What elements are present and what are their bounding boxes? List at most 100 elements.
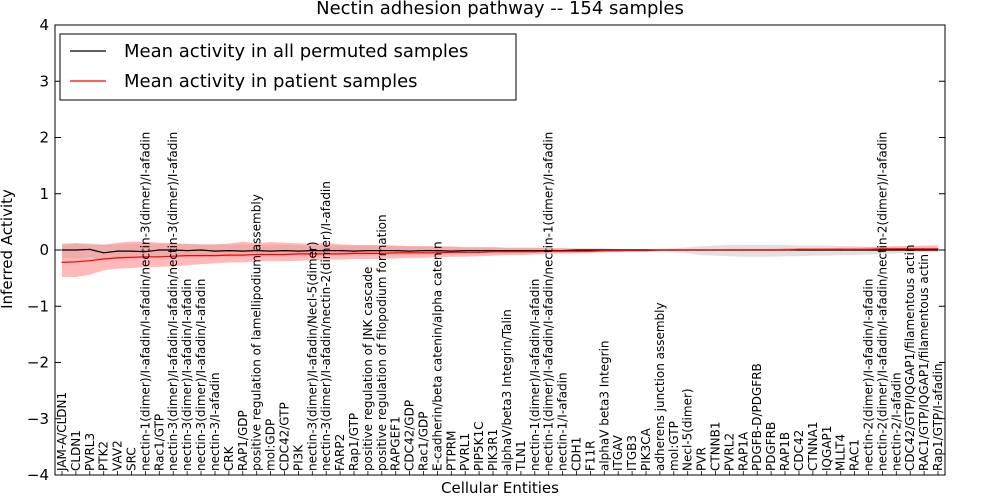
x-tick-label: CTNNB1: [709, 421, 723, 471]
point-series-1: [130, 256, 133, 258]
point-series-1: [450, 251, 452, 253]
point-series-0: [381, 250, 383, 252]
point-series-1: [311, 253, 313, 255]
point-series-1: [144, 256, 146, 258]
point-series-1: [770, 249, 772, 251]
point-series-1: [61, 261, 63, 263]
x-tick-label: RAP1/GDP: [236, 410, 250, 471]
point-series-1: [867, 248, 870, 250]
x-tick-label: PDGFB-D/PDGFRB: [750, 363, 764, 471]
point-series-1: [617, 250, 619, 252]
y-axis-label: Inferred Activity: [0, 189, 16, 309]
x-tick-label: E-cadherin/beta catenin/alpha catenin: [430, 241, 444, 471]
x-tick-label: CDC42/GDP: [403, 400, 417, 471]
x-tick-label: positive regulation of JNK cascade: [361, 267, 375, 471]
legend-box: [59, 33, 517, 101]
point-series-0: [256, 250, 258, 252]
point-series-1: [687, 249, 689, 251]
point-series-1: [214, 255, 216, 257]
point-series-0: [325, 250, 327, 252]
point-series-0: [200, 249, 202, 251]
x-tick-label: PVRL3: [83, 433, 97, 471]
x-tick-label: JAM-A/CLDN1: [55, 392, 69, 472]
point-series-0: [895, 249, 897, 251]
point-series-0: [117, 250, 119, 252]
x-tick-label: CTNNA1: [806, 421, 820, 471]
x-tick-label: IQGAP1: [820, 426, 834, 471]
x-tick-label: CDC42/GTP/IQGAP1/filamentous actin: [903, 245, 917, 471]
x-tick-label: ITGB3: [625, 435, 639, 471]
point-series-0: [339, 250, 341, 252]
point-series-1: [381, 252, 383, 254]
point-series-0: [450, 250, 452, 252]
point-series-1: [575, 250, 578, 252]
x-tick-label: positive regulation of filopodium format…: [375, 214, 389, 471]
point-series-0: [186, 250, 188, 252]
x-tick-label: VAV2: [111, 440, 125, 471]
point-series-1: [923, 248, 925, 250]
line-series-1: [61, 248, 938, 263]
point-series-1: [742, 249, 744, 251]
x-tick-label: F11R: [583, 440, 597, 471]
x-tick-label: nectin-3(dimer)/I-afadin/nectin-2(dimer)…: [319, 181, 333, 471]
point-series-1: [242, 254, 244, 256]
x-tick-label: nectin-1(dimer)/I-afadin/I-afadin: [528, 279, 542, 471]
point-series-1: [909, 248, 911, 250]
legend-label-permuted: Mean activity in all permuted samples: [124, 41, 468, 62]
x-tick-label: alphaV/beta3 Integrin/Talin: [500, 309, 514, 471]
point-series-0: [158, 249, 160, 251]
x-tick-label: nectin-2/I-afadin: [889, 372, 903, 471]
point-series-1: [395, 252, 397, 254]
point-series-0: [923, 249, 925, 251]
x-tick-label: PIK3CA: [639, 427, 653, 471]
point-series-1: [117, 257, 119, 259]
point-series-0: [506, 250, 508, 252]
point-series-1: [631, 250, 633, 252]
x-tick-label: nectin-2(dimer)/I-afadin/I-afadin: [862, 279, 876, 471]
point-series-1: [436, 252, 438, 254]
point-series-0: [353, 250, 355, 252]
x-tick-label: alphaV beta3 Integrin: [597, 340, 611, 471]
x-tick-label: RAC1: [848, 439, 862, 471]
point-series-1: [895, 248, 897, 250]
x-tick-label: nectin-1(dimer)/I-afadin/I-afadin/nectin…: [542, 132, 556, 471]
point-series-1: [520, 251, 522, 253]
y-tick-label: 4: [39, 16, 49, 34]
x-tick-label: PIP5K1C: [472, 421, 486, 471]
x-tick-label: positive regulation of lamellipodium ass…: [250, 194, 264, 471]
x-tick-label: RAPGEF1: [389, 416, 403, 471]
x-tick-label: FARP2: [333, 434, 347, 471]
x-tick-label: PTK2: [97, 441, 111, 471]
point-series-1: [409, 252, 411, 254]
y-tick-label: −3: [27, 410, 49, 428]
point-series-0: [270, 250, 272, 252]
point-series-1: [562, 250, 564, 252]
x-tick-label: nectin-1/I-afadin: [556, 372, 570, 471]
point-series-0: [881, 249, 884, 251]
x-tick-label: PI3K: [291, 444, 305, 471]
series-lines: [61, 248, 939, 263]
point-series-1: [172, 255, 174, 257]
x-tick-label: nectin-2(dimer)/I-afadin/I-afadin/nectin…: [875, 132, 889, 471]
x-tick-label: CDH1: [570, 437, 584, 471]
point-series-1: [673, 249, 675, 251]
point-series-1: [492, 251, 494, 253]
point-series-1: [589, 250, 592, 252]
plot-frame: [54, 24, 946, 476]
legend-label-patient: Mean activity in patient samples: [124, 71, 418, 92]
x-tick-label: PVRL1: [458, 433, 472, 471]
point-series-1: [854, 248, 856, 250]
point-series-0: [172, 249, 174, 251]
x-tick-label: RAP1A: [736, 431, 750, 471]
point-series-1: [784, 249, 786, 251]
x-tick-label: CRK: [222, 445, 236, 471]
point-series-1: [75, 261, 77, 263]
x-tick-label: CLDN1: [69, 430, 83, 471]
point-series-1: [103, 258, 105, 260]
x-tick-label: nectin-1(dimer)/I-afadin/I-afadin/nectin…: [138, 132, 152, 471]
point-series-1: [728, 249, 731, 251]
point-series-0: [311, 250, 313, 252]
point-series-0: [395, 250, 397, 252]
point-series-1: [270, 253, 272, 256]
